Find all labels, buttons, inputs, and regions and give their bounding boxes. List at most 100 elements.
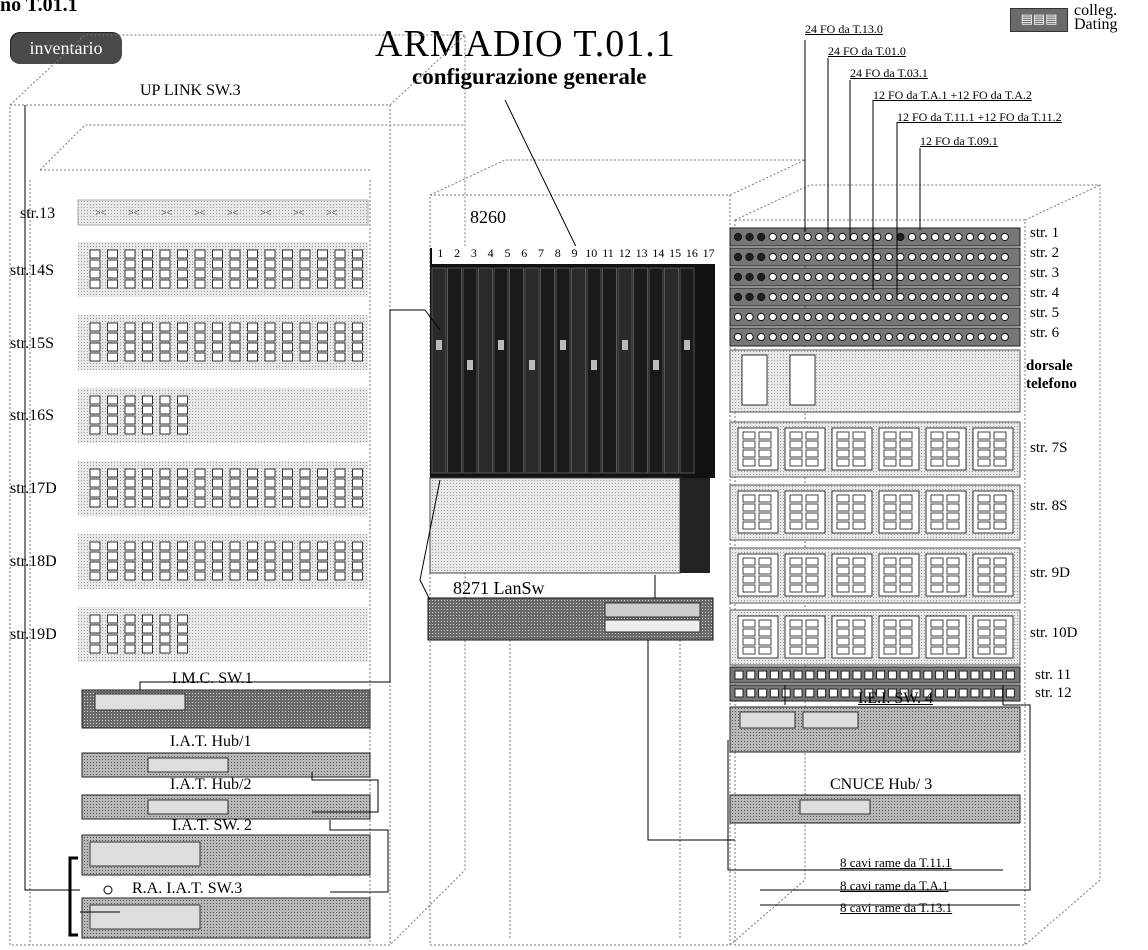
strip-label: str. 2: [1030, 245, 1060, 261]
patch-port: [930, 431, 944, 440]
strip-label: str.17D: [10, 480, 57, 497]
patch-port: [805, 619, 819, 628]
lower-port: [958, 670, 968, 680]
patch-port: [742, 637, 756, 646]
fiber-port: [791, 272, 801, 282]
fiber-port: [989, 252, 998, 262]
strip-label: str. 3: [1030, 265, 1060, 281]
patch-port: [805, 521, 819, 530]
fiber-port: [873, 232, 882, 242]
slot-led: [684, 340, 690, 350]
patch-port: [352, 249, 363, 289]
patch-port: [836, 449, 850, 458]
patch-port: [159, 468, 171, 508]
fiber-port: [965, 292, 975, 302]
fiber-port: [907, 232, 917, 242]
patch-port: [836, 431, 850, 440]
fiber-port: [838, 332, 847, 342]
patch-port: [993, 494, 1007, 503]
patch-port: [742, 440, 756, 449]
panel-label: str. 9D: [1030, 565, 1071, 581]
left-devices: [81, 689, 371, 939]
slot-led: [653, 360, 659, 370]
lower-port: [793, 670, 803, 680]
lower-port: [840, 688, 850, 698]
fiber-label: 24 FO da T.13.0: [805, 22, 883, 36]
fiber-port: [826, 252, 835, 262]
patch-port: [836, 646, 850, 655]
patch-port: [977, 440, 991, 449]
patch-port: [742, 521, 756, 530]
fiber-port: [907, 252, 917, 262]
slot-number: 16: [685, 246, 698, 260]
patch-port: [993, 637, 1007, 646]
patch-port: [930, 557, 944, 566]
patch-port: [899, 584, 913, 593]
patch-port: [159, 249, 171, 289]
lower-port: [1005, 688, 1015, 698]
copper-label: 8 cavi rame da T.11.1: [840, 855, 952, 870]
lower-port: [864, 688, 874, 698]
fiber-port: [861, 252, 870, 262]
patch-port: [758, 575, 772, 584]
fiber-port: [907, 332, 917, 342]
left-strips: [77, 199, 369, 662]
fiber-port: [849, 312, 859, 322]
patch-port: [212, 322, 223, 362]
patch-port: [107, 395, 118, 435]
patch-port: [177, 249, 188, 289]
patch-port: [977, 449, 991, 458]
patch-port: [89, 249, 101, 289]
patch-port: [247, 541, 258, 581]
slot-card: [602, 267, 617, 474]
slot-card: [509, 267, 524, 474]
lower-port: [734, 670, 744, 680]
patch-port: [883, 646, 897, 655]
fiber-port: [965, 312, 975, 322]
patch-cross: ><: [128, 208, 140, 219]
patch-port: [789, 646, 803, 655]
fiber-port: [768, 252, 777, 262]
patch-port: [836, 575, 850, 584]
slot-number: 8: [554, 246, 561, 260]
fiber-port: [815, 332, 824, 342]
slot-led: [560, 340, 566, 350]
patch-port: [852, 431, 866, 440]
patch-port: [836, 628, 850, 637]
patch-port: [282, 322, 293, 362]
patch-cross: ><: [194, 208, 206, 219]
fiber-port: [757, 232, 766, 242]
patch-port: [899, 494, 913, 503]
patch-port: [930, 512, 944, 521]
fiber-port: [780, 332, 789, 342]
strip-label: str. 12: [1035, 685, 1072, 701]
dating-button[interactable]: ▤▤▤: [1010, 8, 1068, 32]
slot-number: 11: [602, 246, 614, 260]
patch-port: [930, 628, 944, 637]
slot-number: 13: [635, 246, 648, 260]
patch-port: [789, 458, 803, 467]
fiber-port: [826, 312, 835, 322]
fiber-port: [757, 312, 766, 322]
patch-port: [229, 541, 241, 581]
fiber-port: [884, 312, 893, 322]
page-id: no T.01.1: [0, 0, 78, 16]
slot-number: 12: [618, 246, 631, 260]
fiber-port: [733, 252, 743, 262]
fiber-port: [803, 232, 812, 242]
strip-label: str. 6: [1030, 325, 1060, 341]
patch-port: [789, 503, 803, 512]
patch-port: [264, 249, 276, 289]
lower-port: [840, 670, 850, 680]
patch-port: [930, 637, 944, 646]
inventario-button[interactable]: inventario: [10, 32, 122, 64]
patch-port: [212, 541, 223, 581]
lower-port: [817, 670, 827, 680]
patch-port: [805, 646, 819, 655]
patch-port: [883, 566, 897, 575]
fiber-port: [931, 332, 940, 342]
patch-port: [742, 619, 756, 628]
fiber-port: [757, 252, 766, 262]
patch-port: [930, 619, 944, 628]
patch-port: [993, 512, 1007, 521]
